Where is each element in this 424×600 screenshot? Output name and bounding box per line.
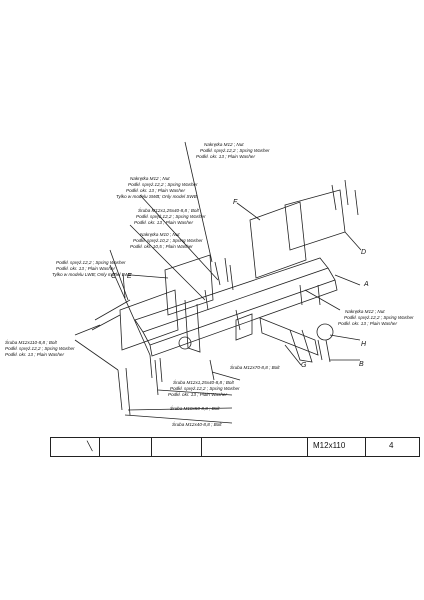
svg-text:Podkł. spręż.12,2 ; Spring Was: Podkł. spręż.12,2 ; Spring Washer xyxy=(5,346,75,351)
svg-text:Śruba M12x1,25x40-8,8 ; Bolt: Śruba M12x1,25x40-8,8 ; Bolt xyxy=(173,379,234,385)
table-mark: ╲ xyxy=(87,441,93,451)
svg-text:Nakrętka M12 ; Nut: Nakrętka M12 ; Nut xyxy=(204,142,244,147)
svg-text:Śruba M12x110-8,8 ; Bolt: Śruba M12x110-8,8 ; Bolt xyxy=(5,339,57,345)
part-letter-e: E xyxy=(127,273,132,280)
diagram-lines xyxy=(74,141,362,424)
svg-text:Podkł. spręż.10,2 ; Spring Was: Podkł. spręż.10,2 ; Spring Washer xyxy=(133,238,203,243)
svg-text:Nakrętka M12 ; Nut: Nakrętka M12 ; Nut xyxy=(345,309,385,314)
part-letter-d: D xyxy=(361,249,366,256)
svg-text:Nakrętka M12 ; Nut: Nakrętka M12 ; Nut xyxy=(130,176,170,181)
label-bolt-m12x125x40-b: Śruba M12x1,25x40-8,8 ; Bolt Podkł. sprę… xyxy=(168,379,240,397)
part-letter-a: A xyxy=(363,281,369,288)
svg-text:Podkł. spręż.12,2 ; Spring Was: Podkł. spręż.12,2 ; Spring Washer xyxy=(170,386,240,391)
label-nut-m10: Nakrętka M10 ; Nut Podkł. spręż.10,2 ; S… xyxy=(130,232,203,249)
label-nut-m12-top: Nakrętka M12 ; Nut Podkł. spręż.12,2 ; S… xyxy=(196,142,270,159)
label-nut-m12-right: Nakrętka M12 ; Nut Podkł. spręż.12,2 ; S… xyxy=(338,309,414,326)
svg-text:Podkł. okr. 13 ; Plain Washer: Podkł. okr. 13 ; Plain Washer xyxy=(168,392,227,397)
svg-text:Podkł. spręż.12,2 ; Spring Was: Podkł. spręż.12,2 ; Spring Washer xyxy=(56,260,126,265)
svg-text:Podkł. okr. 13 ; Plain Washer: Podkł. okr. 13 ; Plain Washer xyxy=(196,154,255,159)
label-nut-m12-swb: Nakrętka M12 ; Nut Podkł. spręż.12,2 ; S… xyxy=(116,176,198,199)
part-letter-g: G xyxy=(301,362,307,369)
svg-text:Tylko w modelu LWB; Only model: Tylko w modelu LWB; Only model LWB xyxy=(52,272,131,277)
svg-text:Podkł. okr. 10,5 ; Plain Washe: Podkł. okr. 10,5 ; Plain Washer xyxy=(130,244,193,249)
table-divider xyxy=(365,438,366,456)
svg-text:Nakrętka M10 ; Nut: Nakrętka M10 ; Nut xyxy=(140,232,180,237)
part-letter-h: H xyxy=(361,341,367,348)
label-bolt-m12x110: Śruba M12x110-8,8 ; Bolt Podkł. spręż.12… xyxy=(5,339,75,357)
svg-text:Podkł. okr. 13 ; Plain Washer: Podkł. okr. 13 ; Plain Washer xyxy=(56,266,115,271)
table-quantity: 4 xyxy=(389,441,394,450)
parts-table-row: ╲ M12x110 4 xyxy=(50,437,420,457)
table-divider xyxy=(201,438,202,456)
svg-text:Podkł. okr. 13 ; Plain Washer: Podkł. okr. 13 ; Plain Washer xyxy=(338,321,397,326)
part-letter-f: F xyxy=(233,199,238,206)
svg-text:Podkł. spręż.12,2 ; Spring Was: Podkł. spręż.12,2 ; Spring Washer xyxy=(200,148,270,153)
svg-text:Podkł. spręż.12,2 ; Spring Was: Podkł. spręż.12,2 ; Spring Washer xyxy=(128,182,198,187)
table-divider xyxy=(307,438,308,456)
svg-text:Podkł. okr. 13 ; Plain Washer: Podkł. okr. 13 ; Plain Washer xyxy=(126,188,185,193)
svg-text:Podkł. okr. 13 ; Plain Washer: Podkł. okr. 13 ; Plain Washer xyxy=(134,220,193,225)
svg-text:Podkł. spręż.12,2 ; Spring Was: Podkł. spręż.12,2 ; Spring Washer xyxy=(344,315,414,320)
table-bolt-size: M12x110 xyxy=(313,441,346,450)
label-bolt-m12x70: Śruba M12x70-8,8 ; Bolt xyxy=(230,364,280,370)
label-bolt-m12x40: Śruba M12x40-8,8 ; Bolt xyxy=(172,421,222,427)
label-bolt-m10x50: Śruba M10x50-8,8 ; Bolt xyxy=(170,405,220,411)
svg-text:Śruba M12x1,25x40-8,8 ; Bolt: Śruba M12x1,25x40-8,8 ; Bolt xyxy=(138,207,199,213)
part-letter-c: C xyxy=(111,273,117,280)
table-divider xyxy=(99,438,100,456)
label-bolt-m12x125x40: Śruba M12x1,25x40-8,8 ; Bolt Podkł. sprę… xyxy=(134,207,206,225)
table-divider xyxy=(151,438,152,456)
part-letter-b: B xyxy=(359,361,364,368)
svg-text:Tylko w modelu SWB; Only model: Tylko w modelu SWB; Only model SWB xyxy=(116,194,197,199)
svg-text:Podkł. okr. 13 ; Plain Washer: Podkł. okr. 13 ; Plain Washer xyxy=(5,352,64,357)
label-washers-lwb: Podkł. spręż.12,2 ; Spring Washer Podkł.… xyxy=(52,260,131,277)
svg-text:Podkł. spręż.12,2 ; Spring Was: Podkł. spręż.12,2 ; Spring Washer xyxy=(136,214,206,219)
